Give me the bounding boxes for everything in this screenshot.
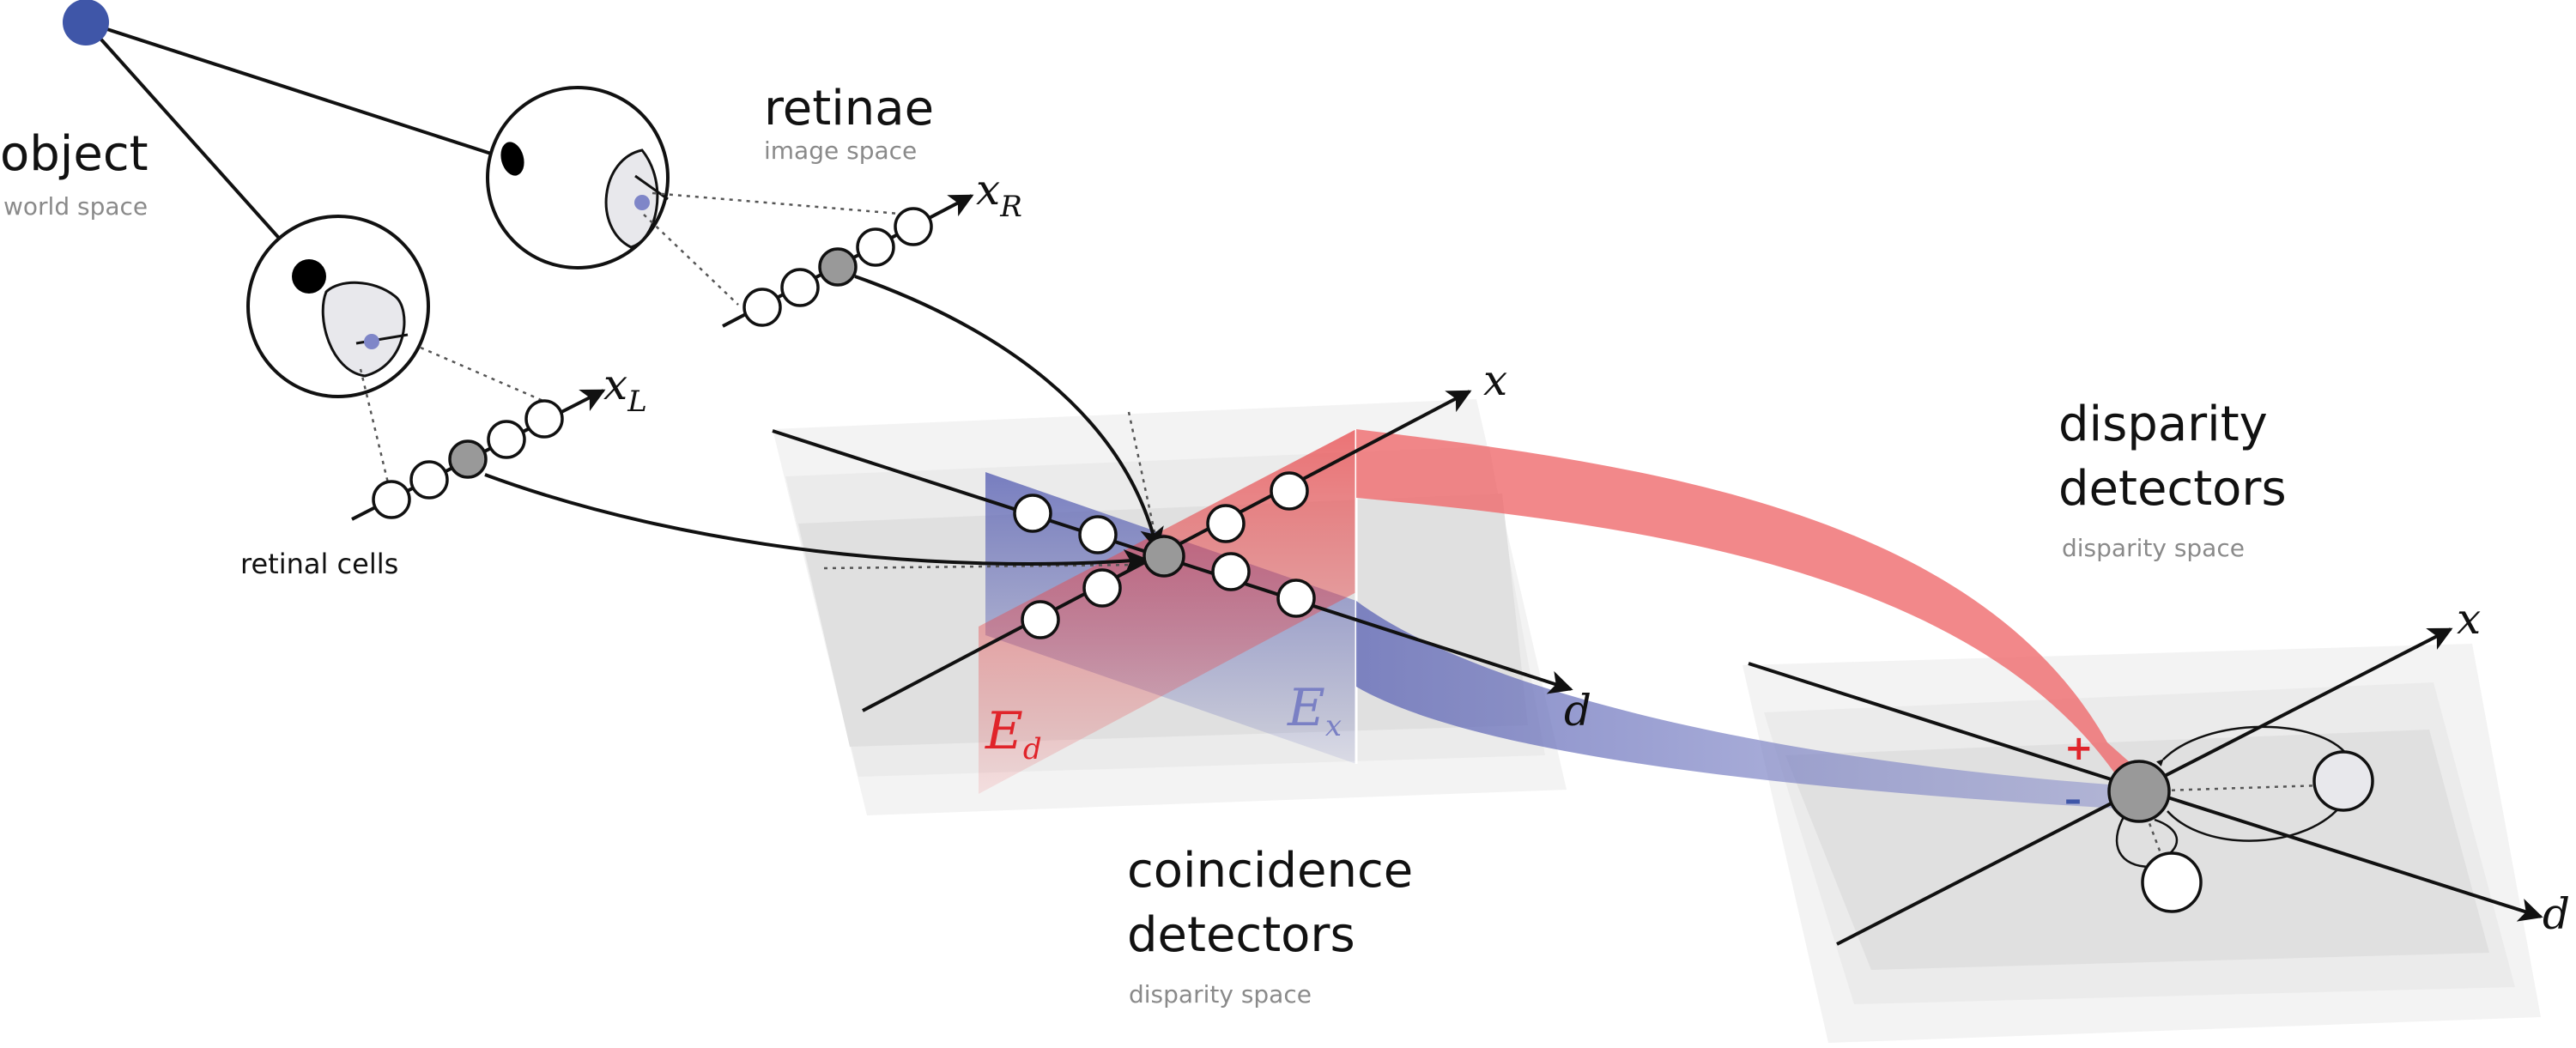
disparity-d-label: d bbox=[2543, 889, 2570, 939]
coincidence-subtitle: disparity space bbox=[1129, 980, 1312, 1009]
detector-cell bbox=[1078, 515, 1118, 554]
retinal-cell bbox=[372, 480, 411, 519]
retina-dotted-lines bbox=[359, 191, 1156, 570]
coincidence-d-label: d bbox=[1564, 686, 1591, 736]
disparity-subtitle: disparity space bbox=[2062, 534, 2245, 562]
retinae-title: retinae bbox=[764, 81, 934, 136]
retinal-cell-active bbox=[448, 439, 488, 479]
retinal-cell bbox=[524, 399, 564, 439]
disparity-title-line2: detectors bbox=[2058, 461, 2287, 517]
retinal-cell bbox=[742, 288, 782, 327]
detector-cell-active bbox=[1143, 535, 1185, 578]
ed-label: Ed bbox=[985, 701, 1042, 766]
ex-sub: x bbox=[1325, 709, 1342, 743]
object-subtitle: world space bbox=[3, 192, 148, 221]
disparity-cells bbox=[2107, 750, 2374, 913]
blue-flow-band bbox=[1356, 601, 2120, 809]
ed-base: E bbox=[985, 701, 1023, 761]
right-retinal-cells bbox=[742, 207, 933, 327]
object-point bbox=[63, 0, 109, 45]
disparity-cell-active bbox=[2107, 760, 2171, 823]
coincidence-title-line2: detectors bbox=[1127, 907, 1355, 963]
left-retinal-cells bbox=[372, 399, 564, 519]
disparity-x-label: x bbox=[2457, 594, 2481, 644]
ed-energy-plane bbox=[979, 429, 1356, 794]
red-flow-band bbox=[1356, 429, 2146, 781]
detector-cell bbox=[1270, 471, 1309, 511]
left-to-coincidence-arrow bbox=[484, 473, 1149, 573]
disparity-title-line1: disparity bbox=[2058, 397, 2268, 452]
ex-base: E bbox=[1287, 678, 1325, 738]
detector-cell bbox=[1082, 568, 1122, 608]
right-to-coincidence-arrow bbox=[854, 275, 1164, 552]
retinal-cell-active bbox=[818, 247, 858, 287]
object-and-eyes bbox=[63, 0, 670, 398]
object-title: object bbox=[0, 126, 148, 182]
coincidence-x-label: x bbox=[1483, 355, 1507, 405]
excitatory-sign: + bbox=[2064, 729, 2094, 768]
detector-cell bbox=[1206, 504, 1246, 543]
retinal-cell bbox=[856, 227, 895, 267]
retinal-cells-label: retinal cells bbox=[240, 548, 398, 580]
detector-cell bbox=[1211, 552, 1251, 591]
disparity-planes bbox=[1743, 644, 2541, 1043]
x-left-sub: L bbox=[627, 385, 647, 419]
ed-sub: d bbox=[1023, 732, 1042, 766]
right-pupil bbox=[500, 142, 524, 176]
x-left-label: xL bbox=[603, 360, 647, 419]
right-retina bbox=[604, 148, 659, 249]
left-pupil bbox=[292, 259, 326, 294]
x-right-label: xR bbox=[976, 165, 1022, 224]
retinal-cell bbox=[487, 420, 526, 459]
coincidence-cells bbox=[1013, 471, 1316, 639]
retinal-cell bbox=[409, 460, 449, 500]
retinae-subtitle: image space bbox=[764, 136, 917, 165]
x-left-base: x bbox=[603, 360, 627, 409]
x-right-base: x bbox=[976, 165, 1000, 215]
ex-label: Ex bbox=[1287, 678, 1342, 743]
detector-cell bbox=[1013, 494, 1052, 533]
inhibitory-sign: – bbox=[2064, 780, 2082, 820]
detector-cell bbox=[1021, 600, 1060, 639]
retinal-cell bbox=[894, 207, 933, 246]
left-projection-point bbox=[364, 334, 379, 349]
retinal-cell bbox=[780, 268, 820, 307]
x-right-sub: R bbox=[999, 190, 1022, 224]
coincidence-title-line1: coincidence bbox=[1127, 843, 1413, 899]
disparity-cell bbox=[2141, 851, 2203, 913]
right-projection-point bbox=[634, 195, 650, 210]
left-retina bbox=[321, 281, 406, 378]
disparity-cell bbox=[2312, 750, 2374, 812]
detector-cell bbox=[1276, 579, 1316, 618]
